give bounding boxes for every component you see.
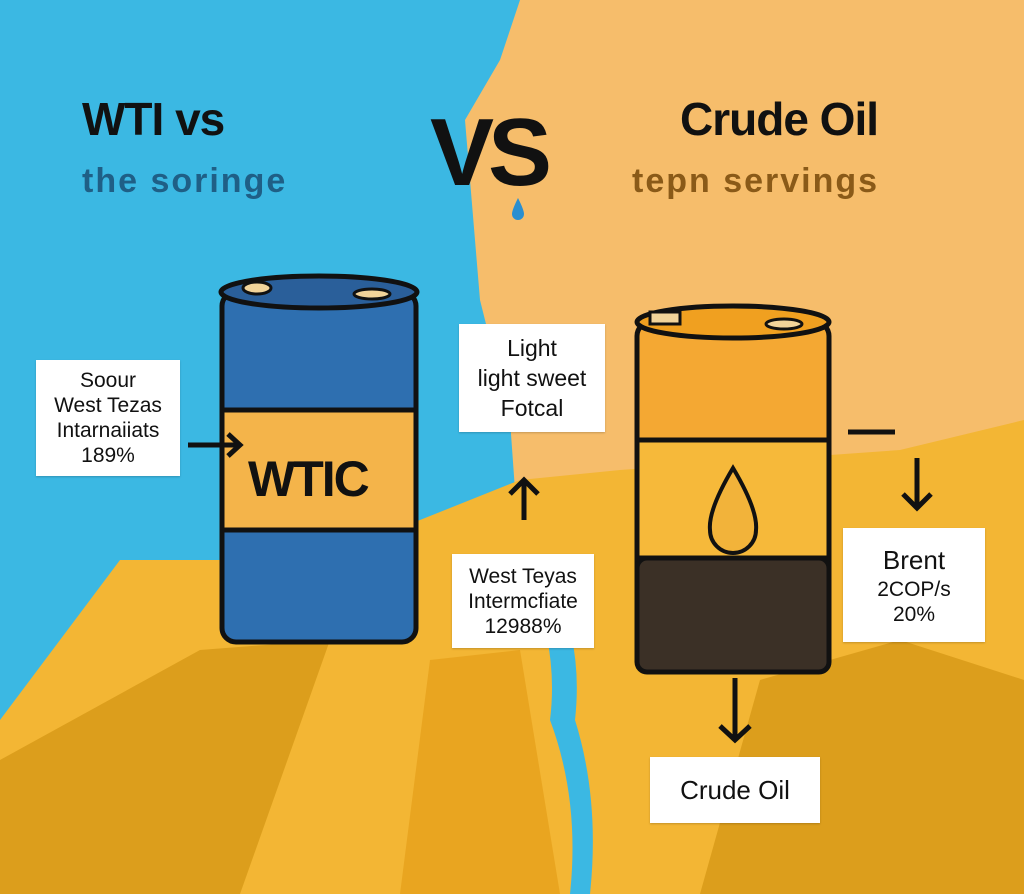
right-title: Crude Oil [680, 93, 879, 145]
light-sweet-callout: Light light sweet Fotcal [459, 324, 605, 432]
wti-barrel [218, 273, 420, 645]
crude-oil-barrel [634, 303, 832, 675]
callout-line: light sweet [477, 365, 587, 391]
brent-callout: Brent 2COP/s 20% [843, 528, 985, 642]
callout-line: Soour [79, 369, 137, 392]
callout-line: West Tezas [54, 394, 162, 417]
callout-line: Fotcal [500, 395, 564, 421]
crude-oil-label-text: Crude Oil [680, 774, 790, 805]
callout-line: West Teyas [469, 564, 577, 588]
callout-line: Brent [882, 545, 946, 575]
arrows [188, 429, 933, 744]
callout-line: Light [507, 335, 557, 361]
callout-line: 12988% [484, 614, 562, 638]
right-subtitle: tepn servings [632, 162, 880, 200]
callout-line: Intermcfiate [468, 589, 578, 613]
vs-heading: VS [430, 99, 552, 206]
wti-intermediate-callout: West Teyas Intermcfiate 12988% [452, 554, 594, 648]
left-title: WTI vs [82, 93, 225, 145]
crude-oil-label: Crude Oil [650, 757, 820, 823]
callout-line: 2COP/s [877, 578, 951, 601]
callout-line: 20% [892, 603, 936, 626]
callout-line: Intarnaiiats [56, 419, 160, 442]
wti-callout: Soour West Tezas Intarnaiiats 189% [36, 360, 180, 476]
callout-line: 189% [81, 444, 135, 467]
barrel-label: WTIC [248, 451, 370, 507]
left-subtitle: the soringe [82, 162, 288, 200]
